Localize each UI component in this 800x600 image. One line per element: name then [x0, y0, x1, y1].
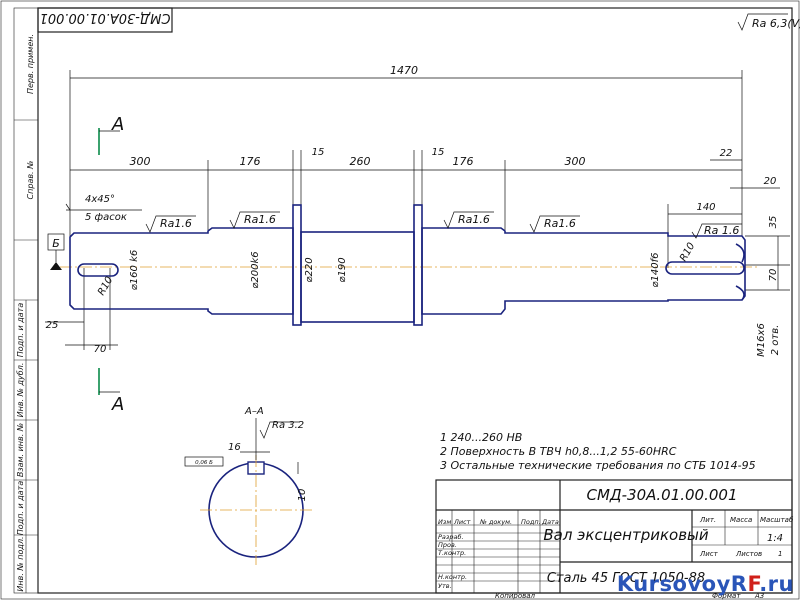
strip-label: Перв. примен. [26, 34, 35, 94]
svg-text:М16х6: М16х6 [756, 323, 767, 357]
svg-text:16: 16 [228, 442, 241, 453]
svg-text:Лист: Лист [699, 550, 719, 558]
strip-label: Подп. и дата [16, 303, 25, 358]
svg-text:Ra 3.2: Ra 3.2 [272, 420, 304, 431]
svg-text:№ докум.: № докум. [479, 518, 512, 526]
svg-text:1: 1 [778, 550, 782, 558]
datum-label: Б [52, 237, 60, 250]
svg-text:⌀190: ⌀190 [337, 257, 348, 282]
svg-text:Ra1.6: Ra1.6 [544, 217, 576, 230]
svg-text:R10: R10 [678, 241, 697, 264]
svg-text:⌀140f6: ⌀140f6 [650, 253, 661, 288]
svg-text:2 отв.: 2 отв. [770, 325, 781, 356]
svg-text:Дата: Дата [541, 518, 559, 526]
collar-left [292, 204, 302, 326]
svg-text:Листов: Листов [735, 550, 762, 558]
strip-label: Подп. и дата [16, 481, 25, 536]
section-view: А–А Ra 3.2 16 10 0,06 Б [184, 406, 312, 565]
svg-text:15: 15 [432, 147, 445, 158]
title-code: СМД-30А.01.00.001 [586, 486, 737, 504]
svg-text:22: 22 [720, 148, 733, 159]
svg-text:10: 10 [297, 489, 308, 502]
svg-text:260: 260 [350, 155, 371, 168]
svg-text:Ra1.6: Ra1.6 [160, 217, 192, 230]
part-name: Вал эксцентриковый [543, 526, 709, 544]
svg-text:140: 140 [696, 202, 715, 213]
svg-text:70: 70 [768, 269, 779, 282]
strip-label: Инв. № дубл. [16, 363, 25, 418]
svg-text:5 фасок: 5 фасок [85, 212, 127, 223]
svg-text:Копировал: Копировал [495, 592, 536, 600]
keyway-left [77, 263, 119, 277]
roughness-marks: Ra1.6 Ra1.6 Ra1.6 Ra1.6 Ra 1.6 [145, 211, 742, 239]
svg-text:Разраб.: Разраб. [438, 533, 464, 541]
svg-text:Ra1.6: Ra1.6 [458, 213, 490, 226]
svg-text:3 Остальные технические требов: 3 Остальные технические требования по СТ… [440, 459, 756, 472]
svg-text:Ra 6,3(V): Ra 6,3(V) [752, 17, 800, 30]
svg-text:Н.контр.: Н.контр. [438, 573, 467, 581]
left-strip: Перв. примен. Справ. № Подп. и дата Инв.… [13, 7, 39, 594]
svg-text:1470: 1470 [390, 64, 418, 77]
strip-label: Справ. № [26, 161, 35, 200]
svg-text:Т.контр.: Т.контр. [438, 549, 466, 557]
svg-text:300: 300 [130, 155, 151, 168]
keyway-right [665, 261, 745, 275]
section-title: А–А [244, 406, 264, 417]
svg-text:1 240...260 НВ: 1 240...260 НВ [440, 431, 522, 444]
svg-text:Ra1.6: Ra1.6 [244, 213, 276, 226]
svg-text:Пров.: Пров. [438, 541, 457, 549]
section-label-top: А [111, 114, 124, 135]
svg-text:Формат: Формат [712, 592, 741, 600]
svg-text:⌀220: ⌀220 [304, 257, 315, 282]
svg-text:Масса: Масса [730, 516, 752, 524]
title-block: СМД-30А.01.00.001 Вал эксцентриковый Ста… [435, 479, 794, 600]
svg-text:15: 15 [312, 147, 325, 158]
material: Сталь 45 ГОСТ 1050-88 [547, 571, 705, 586]
shaft-right-section [421, 227, 746, 315]
general-roughness: Ra 6,3(V) [737, 13, 800, 31]
collar-right [413, 204, 423, 326]
svg-text:⌀160 k6: ⌀160 k6 [129, 250, 140, 290]
svg-text:Ra 1.6: Ra 1.6 [704, 224, 739, 237]
eccentric-section [300, 231, 415, 323]
strip-label: Взам. инв. № [16, 423, 25, 477]
svg-text:⌀200k6: ⌀200k6 [250, 251, 261, 288]
svg-text:R10: R10 [96, 275, 115, 298]
svg-text:176: 176 [453, 155, 474, 168]
svg-text:4х45°: 4х45° [85, 194, 115, 205]
site-watermark: KursovoyRF.ru [616, 572, 794, 596]
svg-text:Утв.: Утв. [438, 582, 452, 590]
svg-text:2 Поверхность В ТВЧ h0,8...1,2: 2 Поверхность В ТВЧ h0,8...1,2 55-60HRC [440, 445, 677, 458]
svg-text:Масштаб: Масштаб [760, 516, 794, 524]
strip-label: Инв. № подл. [16, 536, 25, 591]
svg-text:А3: А3 [754, 592, 764, 600]
section-marks: А А Б [47, 114, 124, 415]
svg-text:176: 176 [240, 155, 261, 168]
svg-text:35: 35 [768, 216, 779, 229]
svg-text:Лист: Лист [453, 518, 471, 526]
svg-text:Подп.: Подп. [521, 518, 541, 526]
svg-text:20: 20 [764, 176, 777, 187]
technical-notes: 1 240...260 НВ 2 Поверхность В ТВЧ h0,8.… [440, 431, 756, 472]
dimension-lines [45, 70, 790, 350]
svg-text:70: 70 [94, 344, 107, 355]
shaft-drawing [60, 204, 760, 326]
svg-text:Лит.: Лит. [699, 516, 716, 524]
svg-text:25: 25 [46, 320, 59, 331]
svg-text:0,06 Б: 0,06 Б [195, 460, 213, 466]
top-stamp-code: СМД-30А.01.00.001 [40, 10, 171, 25]
svg-text:1:4: 1:4 [767, 533, 783, 544]
svg-text:Изм: Изм [438, 518, 451, 526]
section-label-bottom: А [111, 394, 124, 415]
svg-text:300: 300 [565, 155, 586, 168]
